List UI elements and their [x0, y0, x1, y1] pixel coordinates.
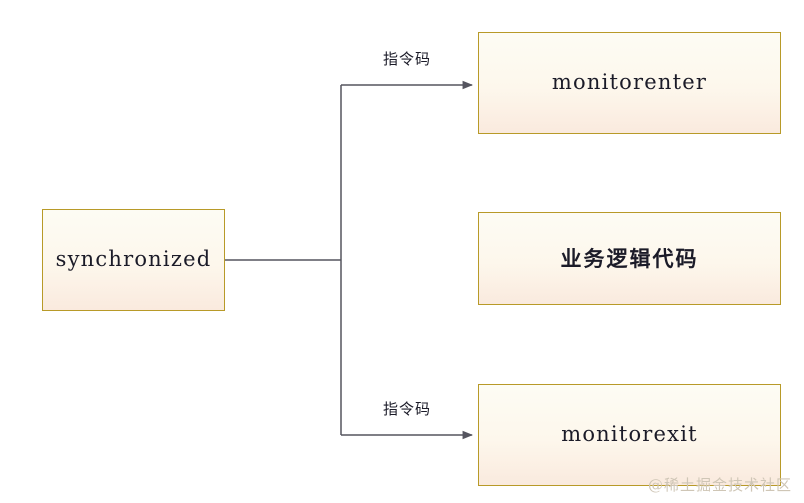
- watermark: @稀土掘金技术社区: [647, 476, 792, 494]
- edge-label-monitorexit: 指令码: [383, 400, 432, 418]
- node-monitorexit-label: monitorexit: [561, 422, 698, 447]
- node-business-logic-label: 业务逻辑代码: [560, 245, 699, 271]
- node-business-logic[interactable]: 业务逻辑代码: [478, 212, 781, 305]
- edge-label-monitorenter: 指令码: [383, 50, 432, 68]
- node-synchronized-label: synchronized: [55, 247, 212, 272]
- node-monitorenter-label: monitorenter: [551, 70, 708, 95]
- node-synchronized[interactable]: synchronized: [42, 209, 225, 311]
- node-monitorenter[interactable]: monitorenter: [478, 32, 781, 134]
- node-monitorexit[interactable]: monitorexit: [478, 384, 781, 486]
